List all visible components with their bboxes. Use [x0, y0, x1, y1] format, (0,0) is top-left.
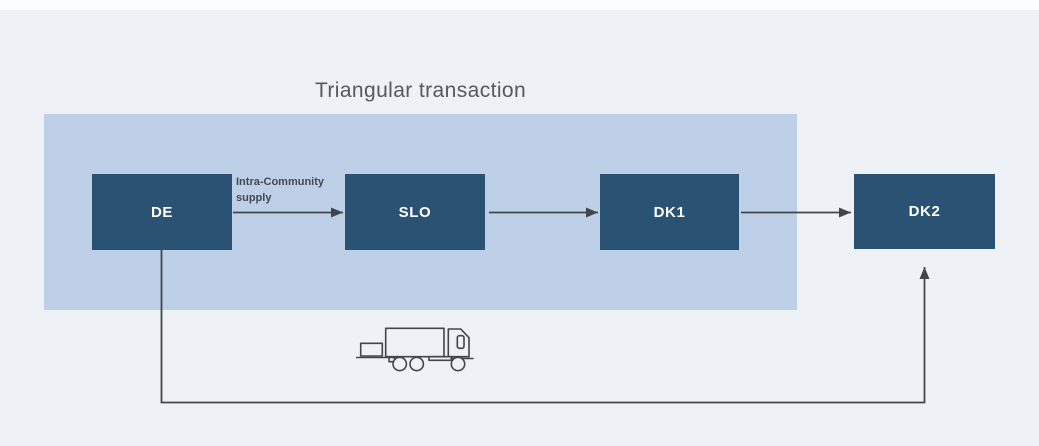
- node-dk1: DK1: [600, 174, 739, 250]
- node-dk1-label: DK1: [653, 203, 686, 221]
- diagram-title: Triangular transaction: [314, 79, 527, 102]
- truck-cargo-box: [384, 327, 445, 358]
- truck-small-box: [359, 342, 384, 357]
- node-dk2-label: DK2: [908, 203, 941, 220]
- truck-front-wheel: [450, 356, 466, 372]
- top-strip: [0, 0, 1039, 10]
- node-dk2: DK2: [854, 174, 995, 249]
- node-slo: SLO: [345, 174, 485, 250]
- truck-cab: [447, 328, 470, 358]
- truck-rear-wheel-1: [392, 356, 408, 372]
- node-slo-label: SLO: [398, 203, 432, 221]
- node-de-label: DE: [150, 203, 174, 221]
- edge-label-intra-community-supply: Intra-Community supply: [236, 176, 324, 204]
- truck-icon: [355, 327, 474, 372]
- truck-rear-wheel-2: [409, 356, 425, 372]
- truck-window: [456, 334, 465, 350]
- node-de: DE: [92, 174, 232, 250]
